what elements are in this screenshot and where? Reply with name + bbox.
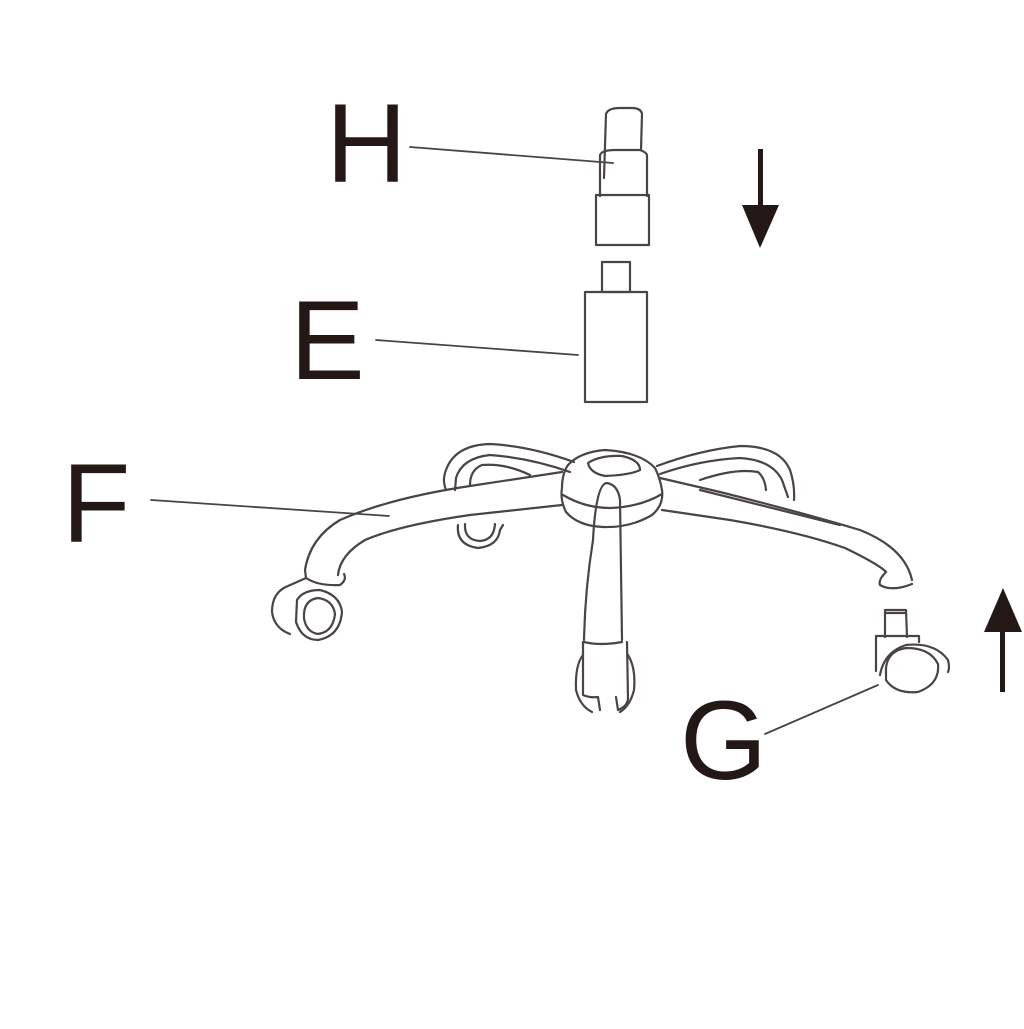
part-f-base [150, 442, 914, 714]
part-h-sleeve [409, 106, 651, 247]
leader-line-f [150, 499, 390, 517]
leader-line-e [375, 339, 579, 356]
part-label-f: F [62, 441, 131, 566]
leader-line-g [764, 684, 879, 735]
leader-line-h [409, 146, 614, 164]
part-label-h: H [326, 81, 407, 206]
part-label-g: G [680, 678, 768, 803]
up-arrow-icon [984, 588, 1022, 692]
down-arrow-icon [742, 149, 779, 248]
part-label-e: E [290, 278, 365, 403]
part-g-caster [764, 608, 951, 735]
part-e-cylinder [375, 260, 649, 404]
